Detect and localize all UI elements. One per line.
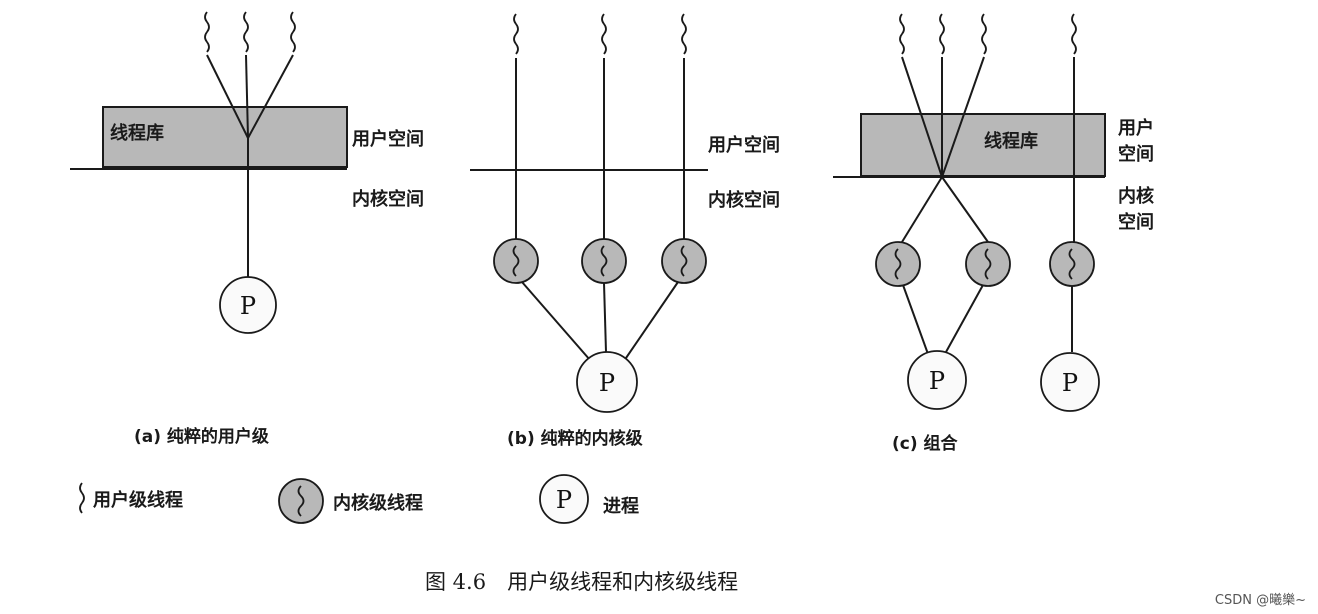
- watermark: CSDN @曦樂~: [1215, 592, 1306, 608]
- kernel-thread-squiggle-c2: [984, 248, 992, 280]
- kernel-process-line-b1: [521, 281, 591, 361]
- diagram-b: 用户空间 内核空间 P (b) 纯粹的内核级: [470, 13, 780, 449]
- kernel-thread-squiggle-b2: [600, 245, 608, 277]
- user-thread-squiggle-a1: [204, 11, 210, 53]
- kernel-space-label-a: 内核空间: [352, 188, 424, 210]
- process-symbol-c2: P: [1062, 369, 1078, 397]
- legend-process-label: 进程: [603, 496, 639, 517]
- user-space-label-c-line2: 空间: [1118, 143, 1154, 165]
- kernel-process-line-b2: [603, 282, 607, 353]
- legend-kernel-thread-squiggle: [297, 485, 305, 517]
- thread-library-box-a: [102, 106, 348, 168]
- legend-user-thread-squiggle: [79, 482, 85, 514]
- caption-b: (b) 纯粹的内核级: [507, 428, 643, 449]
- user-thread-squiggle-c2: [939, 13, 945, 55]
- user-thread-squiggle-c4: [1071, 13, 1077, 55]
- kernel-thread-squiggle-c1: [894, 248, 902, 280]
- user-thread-squiggle-a3: [290, 11, 296, 53]
- caption-c: (c) 组合: [892, 433, 959, 454]
- thread-library-label-a: 线程库: [110, 122, 164, 144]
- kernel-thread-squiggle-b1: [512, 245, 520, 277]
- thread-library-label-c: 线程库: [984, 130, 1038, 152]
- process-symbol-c1: P: [929, 367, 945, 395]
- user-thread-squiggle-b1: [513, 13, 519, 55]
- kernel-thread-circle-b2: [581, 238, 627, 284]
- legend: 用户级线程 内核级线程 P 进程: [79, 474, 639, 524]
- kernel-thread-circle-b3: [661, 238, 707, 284]
- user-space-label-c-line1: 用户: [1118, 117, 1154, 139]
- thread-library-box-c: [860, 113, 1106, 177]
- process-symbol-b: P: [599, 369, 615, 397]
- process-circle-b: [576, 351, 638, 413]
- user-thread-squiggle-c3: [981, 13, 987, 55]
- kernel-process-line-c1: [902, 284, 929, 355]
- user-thread-squiggle-a2: [243, 11, 249, 53]
- kernel-thread-squiggle-c3: [1068, 248, 1076, 280]
- process-circle-c1: [907, 350, 967, 410]
- diagram-a: 线程库 用户空间 内核空间 P (a) 纯粹的用户级: [70, 11, 424, 447]
- user-space-label-b: 用户空间: [708, 134, 780, 156]
- user-thread-line-a1: [206, 54, 249, 139]
- library-kernel-line-c2: [941, 176, 989, 243]
- kernel-thread-circle-c3: [1049, 241, 1095, 287]
- legend-process-symbol: P: [556, 486, 572, 514]
- user-space-label-a: 用户空间: [352, 128, 424, 150]
- kernel-thread-circle-c2: [965, 241, 1011, 287]
- process-circle-a: [219, 276, 277, 334]
- legend-process-circle: [539, 474, 589, 524]
- user-thread-line-c3: [941, 56, 985, 178]
- caption-a: (a) 纯粹的用户级: [134, 426, 269, 447]
- process-symbol-a: P: [240, 292, 256, 320]
- kernel-thread-squiggle-b3: [680, 245, 688, 277]
- user-thread-squiggle-c1: [899, 13, 905, 55]
- process-circle-c2: [1040, 352, 1100, 412]
- user-thread-line-a2: [245, 54, 249, 139]
- figure-caption: 图 4.6 用户级线程和内核级线程: [425, 570, 738, 594]
- user-thread-line-a3: [247, 54, 294, 139]
- kernel-space-label-b: 内核空间: [708, 189, 780, 211]
- legend-kernel-thread-label: 内核级线程: [333, 492, 423, 514]
- kernel-process-line-c2: [945, 284, 984, 353]
- user-thread-squiggle-b2: [601, 13, 607, 55]
- library-kernel-line-c1: [901, 176, 943, 243]
- kernel-thread-circle-c1: [875, 241, 921, 287]
- user-thread-line-c1: [901, 56, 943, 178]
- user-thread-squiggle-b3: [681, 13, 687, 55]
- kernel-thread-circle-b1: [493, 238, 539, 284]
- kernel-process-line-b3: [625, 281, 679, 359]
- diagram-c: 线程库 用户 空间 内核 空间 P P (c) 组合: [833, 13, 1154, 454]
- kernel-space-label-c-line1: 内核: [1118, 185, 1154, 207]
- kernel-space-label-c-line2: 空间: [1118, 211, 1154, 233]
- legend-user-thread-label: 用户级线程: [93, 489, 183, 511]
- legend-kernel-thread-circle: [278, 478, 324, 524]
